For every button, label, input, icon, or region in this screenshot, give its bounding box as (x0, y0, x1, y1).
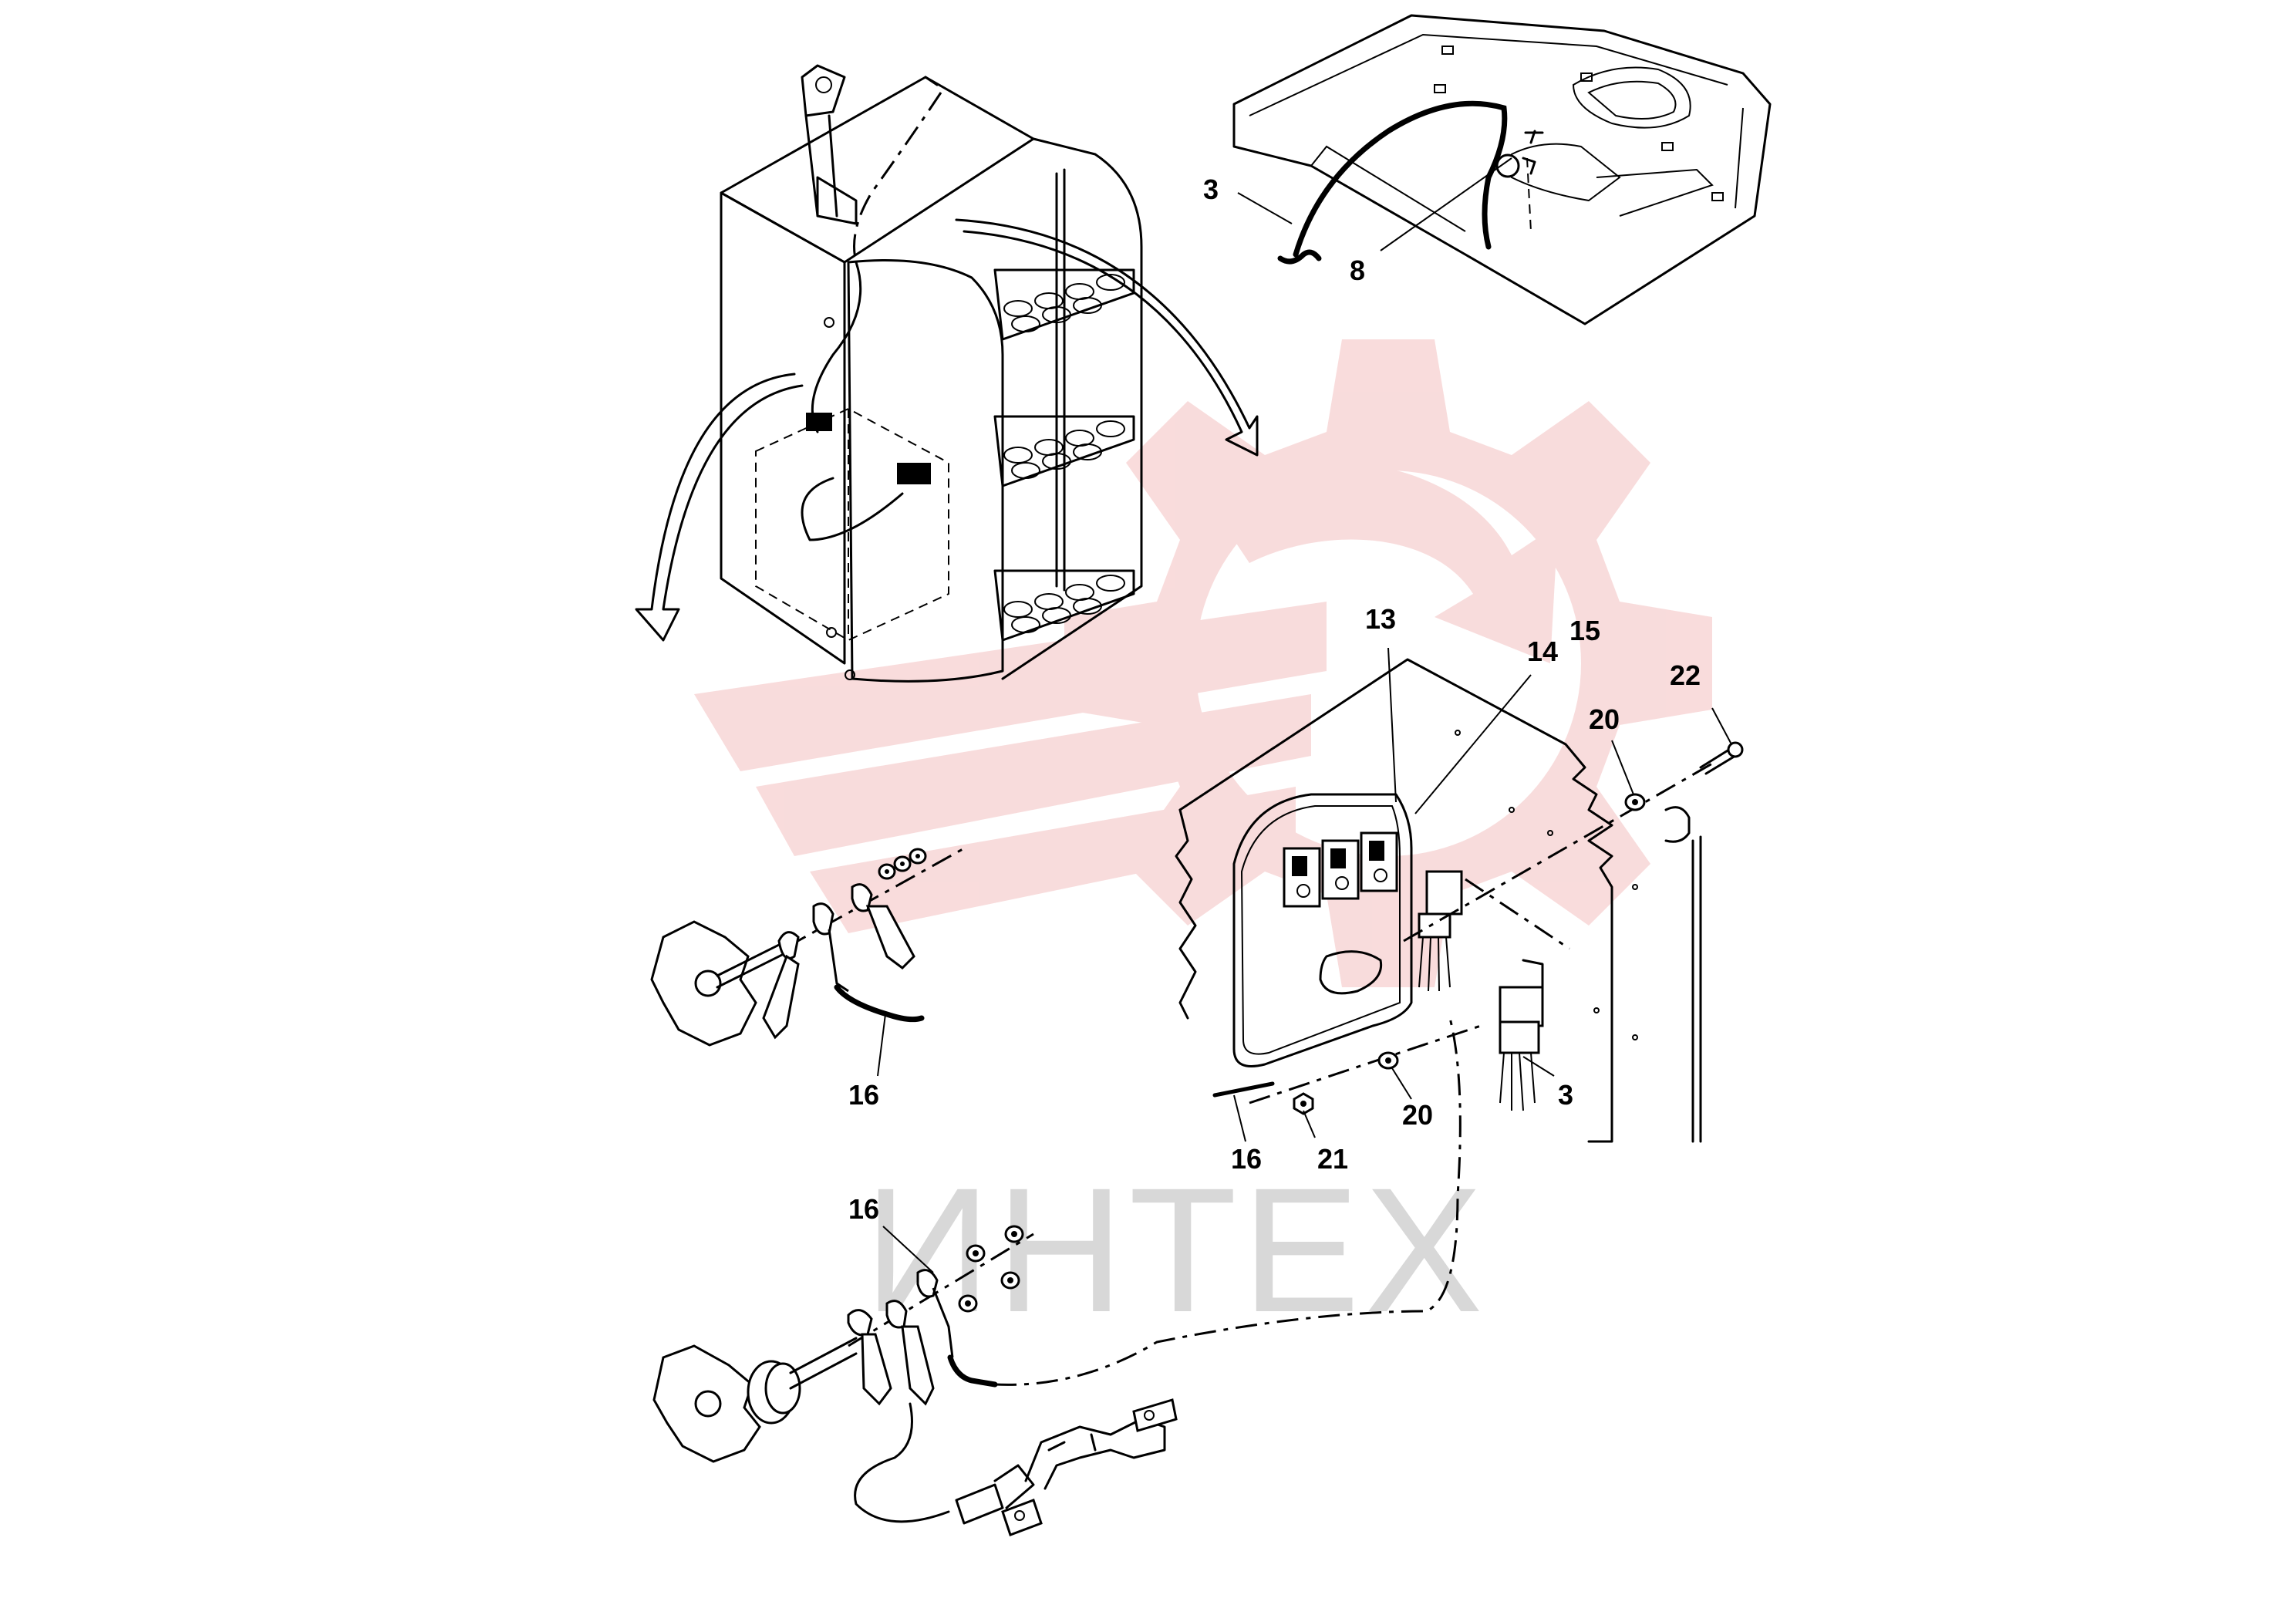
leader-lines (877, 647, 1732, 1273)
cable-clamp-8 (1495, 130, 1544, 232)
door-swing-arrow-right (955, 218, 1259, 457)
side-panel-cover (1232, 793, 1413, 1067)
side-panel-outline (1178, 658, 1613, 1143)
panel-hook (1664, 806, 1691, 843)
battery-outline-hidden (755, 407, 949, 642)
screw-22 (1699, 741, 1744, 775)
callout-21: 21 (1317, 1143, 1348, 1175)
floor-cable-3 (1293, 100, 1508, 258)
cabinet-door-open (847, 259, 1004, 683)
callout-20-upper: 20 (1589, 703, 1620, 735)
floor-plate-assembly (1232, 14, 1772, 325)
watermark-logo (694, 339, 1712, 987)
callout-3-top: 3 (1203, 174, 1219, 205)
cabinet-shelf-bottom (993, 569, 1135, 642)
battery-connector-lower (897, 463, 931, 484)
contactor-15 (1360, 831, 1398, 892)
lift-cylinder (801, 64, 858, 225)
callout-14: 14 (1527, 636, 1558, 667)
washer-20-upper (1624, 793, 1646, 811)
callout-16-upper: 16 (848, 1079, 879, 1111)
knob-assembly-upper (650, 847, 965, 1047)
contactor-14 (1321, 839, 1360, 900)
callout-20-lower: 20 (1402, 1099, 1433, 1131)
watermark-stripe-3 (810, 787, 1296, 933)
cabinet-shelf-middle (993, 415, 1135, 487)
washer-20-lower (1377, 1051, 1399, 1070)
callout-22: 22 (1670, 659, 1701, 691)
nut-21 (1293, 1092, 1314, 1115)
cabinet-right-panel (1001, 137, 1143, 680)
battery-cabinet-assembly (635, 64, 1259, 683)
floor-plate-outline (1232, 14, 1772, 325)
relay-harness (1418, 870, 1463, 992)
battery-cable (801, 261, 904, 541)
relay-3 (1499, 959, 1544, 1111)
callout-3-lower: 3 (1558, 1079, 1573, 1111)
watermark-stripe-1 (694, 602, 1327, 771)
callout-13: 13 (1365, 603, 1396, 635)
watermark-arrow (1203, 461, 1558, 663)
watermark-stripe-2 (756, 694, 1311, 856)
door-swing-arrow-left (635, 373, 804, 642)
callout-15: 15 (1569, 615, 1600, 646)
callout-16-lower: 16 (848, 1193, 879, 1225)
battery-connector-upper (806, 413, 832, 431)
callout-16-middle: 16 (1231, 1143, 1262, 1175)
side-panel-assembly (1175, 658, 1744, 1143)
callout-8: 8 (1350, 255, 1365, 286)
cable-to-plug (854, 1402, 950, 1523)
watermark-text: ИНТЕХ (864, 1151, 1488, 1349)
cable-route-hidden (994, 1017, 1462, 1386)
knob-assembly-lower (652, 1017, 1462, 1536)
callout-labels: 3 8 13 14 15 22 20 16 20 3 16 21 16 (848, 174, 1701, 1225)
cable-16-upper (834, 984, 925, 1023)
contactor-13 (1283, 847, 1321, 908)
door-swing-line (853, 92, 942, 263)
